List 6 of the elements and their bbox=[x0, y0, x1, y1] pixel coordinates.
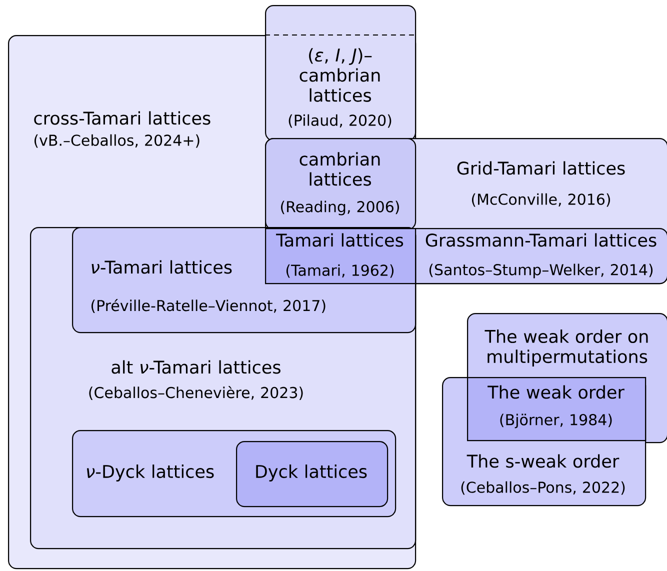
lattice-box: cambrian lattices (Reading, 2006) bbox=[265, 138, 416, 230]
lattice-box: Dyck lattices bbox=[236, 441, 388, 508]
lattice-box: The weak order (Björner, 1984) bbox=[467, 377, 646, 442]
lattice-box: (ε, I, J)– cambrian lattices (Pilaud, 2020) bbox=[265, 5, 416, 142]
node-label: The weak order on multipermutations bbox=[484, 329, 648, 367]
lattice-box: Tamari lattices (Tamari, 1962) bbox=[265, 228, 416, 284]
